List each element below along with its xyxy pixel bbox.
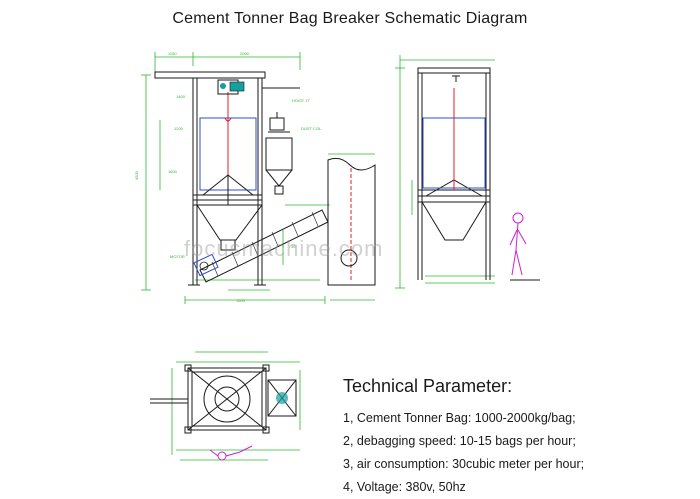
param-row: 3, air consumption: 30cubic meter per ho… xyxy=(343,457,585,471)
technical-parameters: Technical Parameter: 1, Cement Tonner Ba… xyxy=(343,376,584,499)
svg-text:HOIST 1T: HOIST 1T xyxy=(292,98,310,103)
front-dimension-text: 1150 2000 4500 1400 1200 1600 1500 HOIST… xyxy=(134,51,322,303)
param-row: 1, Cement Tonner Bag: 1000-2000kg/bag; xyxy=(343,411,576,425)
plan-worker-icon xyxy=(209,445,253,461)
watermark: focusmachine.com xyxy=(184,236,384,261)
svg-text:1150: 1150 xyxy=(168,51,177,56)
worker-figure-icon xyxy=(509,212,527,276)
side-elevation xyxy=(395,55,540,289)
plan-view xyxy=(150,351,301,461)
svg-text:1500: 1500 xyxy=(236,298,246,303)
param-row: 4, Voltage: 380v, 50hz xyxy=(343,480,466,494)
plan-dimension-lines xyxy=(171,351,301,461)
svg-text:4500: 4500 xyxy=(134,170,139,180)
svg-text:1600: 1600 xyxy=(168,169,178,174)
svg-text:1200: 1200 xyxy=(174,126,184,131)
receiving-tank xyxy=(327,157,376,286)
bag-breaker-hopper xyxy=(196,174,263,251)
technical-heading: Technical Parameter: xyxy=(343,376,513,396)
dust-collector-icon xyxy=(265,112,293,195)
svg-text:1400: 1400 xyxy=(176,94,186,99)
side-frame xyxy=(417,67,540,281)
hoist-icon xyxy=(217,79,245,95)
svg-text:2000: 2000 xyxy=(240,51,250,56)
svg-text:DUST COL.: DUST COL. xyxy=(301,126,322,131)
front-elevation: 1150 2000 4500 1400 1200 1600 1500 HOIST… xyxy=(134,51,376,304)
svg-text:30°: 30° xyxy=(291,244,297,249)
svg-text:MOTOR: MOTOR xyxy=(170,254,185,259)
diagram-title: Cement Tonner Bag Breaker Schematic Diag… xyxy=(172,10,528,27)
side-dimension-lines xyxy=(395,55,495,289)
param-row: 2, debagging speed: 10-15 bags per hour; xyxy=(343,434,576,448)
tank-dimension xyxy=(328,153,375,301)
plan-frame xyxy=(150,364,270,434)
bag-lift-lines xyxy=(224,92,232,190)
plan-valve-icon xyxy=(276,392,288,404)
